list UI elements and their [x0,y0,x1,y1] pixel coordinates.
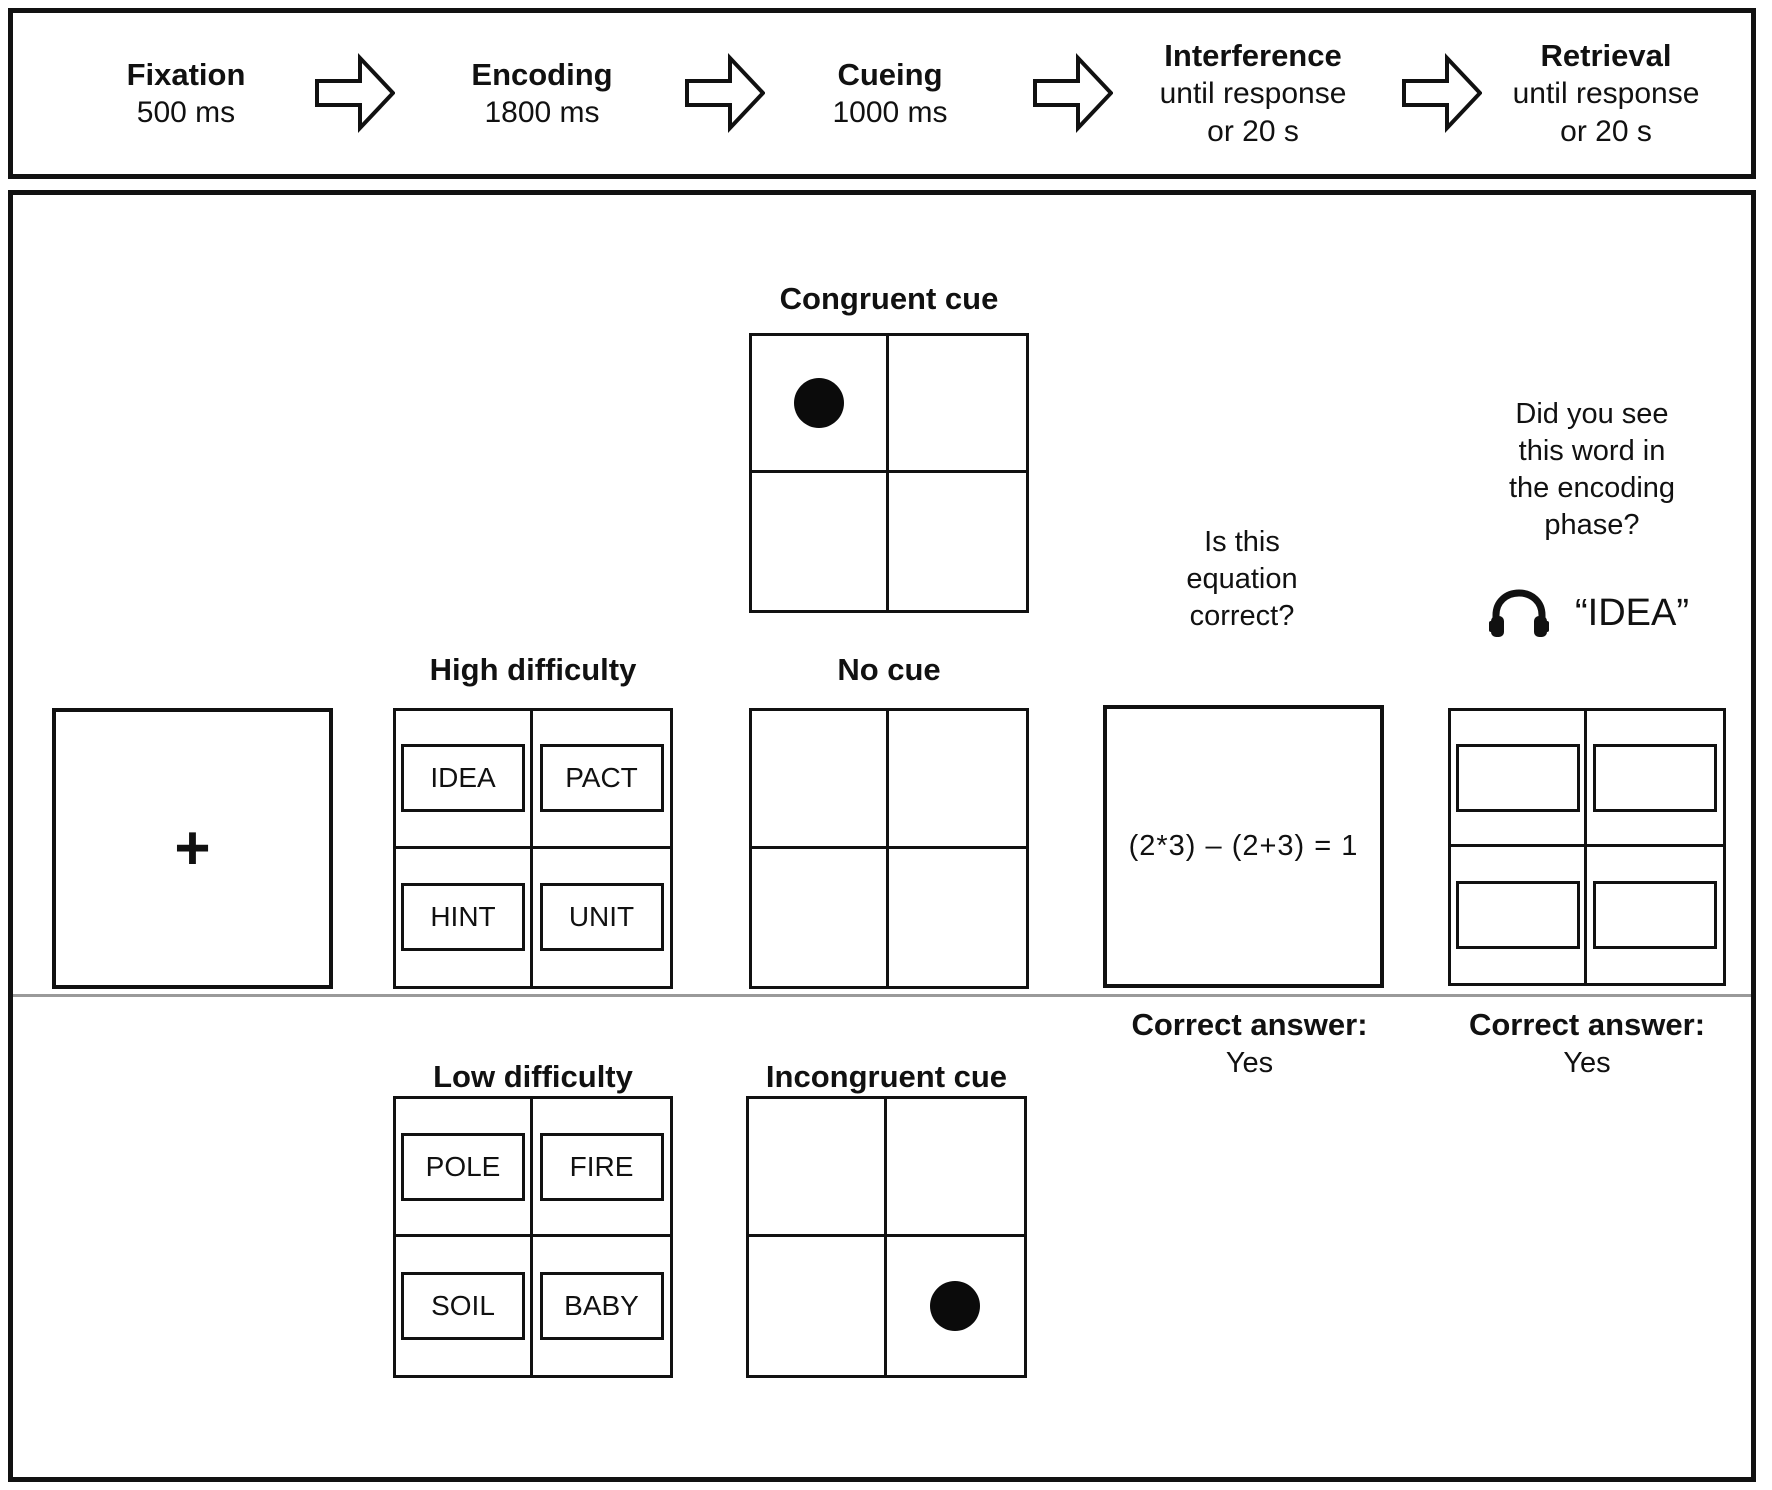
question-line: correct? [1189,600,1295,632]
interference-question: Is this equation correct? [1112,524,1372,635]
stage-duration: until response [1512,76,1700,110]
grid-cell: FIRE [533,1099,670,1237]
word-box: POLE [401,1132,525,1201]
stage-duration: 1000 ms [832,95,948,129]
grid-cell: SOIL [396,1237,533,1375]
encoding-grid-high: IDEA PACT HINT UNIT [393,708,673,989]
spoken-word-row: “IDEA” [1489,585,1689,641]
word-box: UNIT [539,883,664,952]
spoken-word: “IDEA” [1575,591,1689,634]
timeline-stage-cueing: Cueing 1000 ms [760,13,1020,174]
word-box: PACT [539,744,664,813]
word-box: HINT [401,883,525,952]
no-cue-grid [749,708,1029,989]
stage-name: Encoding [471,56,613,92]
answer-box [1455,743,1580,812]
grid-cell: BABY [533,1237,670,1375]
grid-cell [1451,847,1587,983]
arrow-right-icon [685,52,765,134]
retrieval-grid [1448,708,1726,986]
grid-cell [1587,711,1723,847]
timeline-bar: Fixation 500 ms Encoding 1800 ms Cueing … [8,8,1756,179]
stage-name: Retrieval [1540,37,1672,73]
arrow-right-icon [315,52,395,134]
grid-cell [889,473,1026,610]
grid-cell: PACT [533,711,670,849]
word-box: SOIL [401,1272,525,1340]
stage-name: Cueing [837,56,943,92]
answer-box [1455,881,1580,949]
grid-cell [1451,711,1587,847]
answer-box [1593,881,1717,949]
grid-cell [889,711,1026,849]
grid-cell [1587,847,1723,983]
stage-duration: 500 ms [136,95,236,129]
grid-cell: HINT [396,848,533,986]
encoding-grid-low: POLE FIRE SOIL BABY [393,1096,673,1378]
question-line: Is this [1204,526,1280,558]
cue-dot [930,1281,981,1331]
question-line: Did you see [1515,398,1669,430]
timeline-stage-encoding: Encoding 1800 ms [412,13,672,174]
correct-answer-value: Yes [1563,1047,1611,1079]
timeline-stage-fixation: Fixation 500 ms [56,13,316,174]
grid-cell [889,849,1026,987]
grid-cell [749,1237,887,1375]
incongruent-cue-grid [746,1096,1027,1378]
word-box: IDEA [401,744,525,813]
grid-cell: POLE [396,1099,533,1237]
retrieval-correct-answer: Correct answer: Yes [1437,1006,1737,1082]
timeline-stage-retrieval: Retrieval until response or 20 s [1461,13,1751,174]
interference-correct-answer: Correct answer: Yes [1102,1006,1397,1082]
word-box: BABY [539,1272,664,1340]
grid-cell [752,711,889,849]
correct-answer-label: Correct answer: [1131,1007,1368,1042]
congruent-cue-grid [749,333,1029,613]
grid-cell [887,1237,1025,1375]
fixation-screen: + [52,708,333,989]
answer-box [1593,743,1717,812]
stage-duration: or 20 s [1560,114,1652,148]
arrow-right-icon [1033,52,1113,134]
cue-dot [794,378,844,428]
word-box: FIRE [539,1132,664,1201]
headphones-icon [1489,589,1549,637]
correct-answer-label: Correct answer: [1468,1007,1706,1042]
grid-cell [752,848,889,986]
equation-text: (2*3) – (2+3) = 1 [1128,830,1359,862]
fixation-cross: + [174,813,211,883]
grid-cell [886,1099,1024,1237]
correct-answer-value: Yes [1225,1047,1274,1079]
grid-cell [752,473,889,610]
grid-cell: IDEA [396,711,533,849]
arrow-right-icon [1402,52,1482,134]
congruent-cue-label: Congruent cue [779,281,999,316]
stage-duration: or 20 s [1207,114,1299,148]
incongruent-cue-label: Incongruent cue [765,1059,1008,1094]
stage-duration: 1800 ms [484,95,600,129]
stage-name: Fixation [126,56,246,92]
grid-cell [889,336,1026,473]
low-difficulty-label: Low difficulty [433,1059,633,1094]
question-line: phase? [1544,509,1640,541]
timeline-stage-interference: Interference until response or 20 s [1108,13,1398,174]
no-cue-label: No cue [837,652,941,687]
grid-cell [749,1099,887,1237]
question-line: this word in [1518,435,1666,467]
question-line: equation [1186,563,1298,595]
equation-screen: (2*3) – (2+3) = 1 [1103,705,1384,988]
grid-cell: UNIT [533,849,670,987]
stage-name: Interference [1164,37,1342,73]
section-divider [13,994,1751,997]
grid-cell [752,336,889,473]
high-difficulty-label: High difficulty [429,652,637,687]
question-line: the encoding [1508,472,1676,504]
retrieval-question: Did you see this word in the encoding ph… [1442,396,1742,544]
stage-duration: until response [1159,76,1347,110]
